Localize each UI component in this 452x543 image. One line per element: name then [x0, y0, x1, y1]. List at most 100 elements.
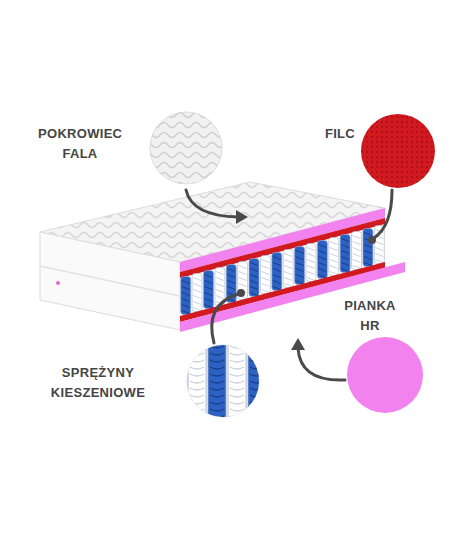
cross-section — [180, 218, 385, 278]
pocket-spring — [238, 262, 248, 300]
pocket-spring — [192, 274, 202, 312]
pocket-spring — [188, 340, 206, 424]
pocket-spring — [330, 248, 338, 251]
pocket-spring — [190, 381, 204, 383]
pocket-spring — [273, 275, 281, 278]
pocket-spring — [190, 416, 204, 418]
pocket-spring — [248, 340, 266, 425]
pocket-spring — [261, 260, 269, 263]
pocket-spring — [318, 251, 326, 254]
pocket-spring — [307, 260, 315, 263]
leader-line — [298, 348, 345, 380]
pocket-spring — [341, 269, 349, 272]
pocket-spring — [284, 260, 292, 263]
pocket-spring — [341, 245, 349, 248]
pocket-spring — [249, 259, 259, 297]
pocket-spring — [353, 242, 361, 245]
pocket-spring — [364, 233, 372, 236]
pocket-spring — [352, 232, 362, 270]
pocket-spring — [341, 251, 349, 254]
pocket-spring — [249, 259, 259, 297]
pocket-spring — [364, 263, 372, 266]
pocket-spring — [216, 296, 224, 299]
pocket-spring — [190, 423, 204, 425]
pocket-spring — [239, 284, 247, 287]
pocket-spring — [307, 248, 315, 251]
pocket-spring — [307, 278, 315, 281]
pocket-spring — [190, 360, 204, 362]
pocket-spring — [318, 245, 326, 248]
pocket-spring — [250, 360, 264, 362]
spring-swatch — [187, 340, 266, 425]
pocket-spring — [193, 278, 201, 281]
pocket-spring — [295, 247, 305, 285]
pocket-spring — [341, 263, 349, 266]
pocket-spring — [227, 287, 235, 290]
pocket-spring — [193, 296, 201, 299]
pocket-spring — [250, 275, 258, 278]
cross-section — [180, 208, 385, 272]
pocket-spring — [363, 229, 373, 267]
felt-swatch — [361, 114, 435, 188]
pocket-spring — [261, 284, 269, 287]
pocket-spring — [306, 244, 316, 282]
leader-line — [186, 190, 392, 380]
pocket-spring — [230, 360, 244, 362]
pocket-spring — [190, 374, 204, 376]
leader-line — [374, 190, 392, 238]
pocket-spring — [318, 275, 326, 278]
pocket-spring — [375, 260, 383, 263]
pocket-spring — [216, 290, 224, 293]
pocket-spring — [250, 293, 258, 296]
pocket-spring — [261, 290, 269, 293]
pocket-spring — [193, 284, 201, 287]
pocket-spring — [228, 340, 246, 424]
pocket-spring — [239, 278, 247, 281]
pocket-spring — [250, 374, 264, 376]
pocket-spring — [250, 346, 264, 348]
pocket-spring — [190, 353, 204, 355]
leader-line — [186, 190, 238, 217]
pocket-spring — [364, 245, 372, 248]
pocket-spring — [190, 388, 204, 390]
cover-swatch — [148, 110, 228, 190]
part-label: FILC — [310, 124, 370, 144]
pocket-spring — [210, 346, 224, 348]
pocket-spring — [210, 353, 224, 355]
pocket-spring — [208, 340, 226, 425]
pocket-spring — [239, 272, 247, 275]
cover-swatch — [148, 110, 228, 190]
pocket-spring — [248, 340, 266, 424]
pocket-spring — [193, 302, 201, 305]
pocket-spring — [227, 269, 235, 272]
pocket-spring — [190, 395, 204, 397]
pocket-spring — [273, 281, 281, 284]
pocket-spring — [230, 381, 244, 383]
pocket-spring — [203, 271, 213, 309]
pocket-spring — [181, 277, 191, 315]
pocket-spring — [261, 278, 269, 281]
pocket-spring — [188, 340, 206, 425]
pocket-spring — [329, 238, 339, 276]
pocket-spring — [261, 266, 269, 269]
pocket-spring — [239, 266, 247, 269]
pocket-spring — [330, 242, 338, 245]
pocket-spring — [284, 284, 292, 287]
pocket-spring — [250, 381, 264, 383]
pocket-spring — [340, 235, 350, 273]
pocket-spring — [250, 409, 264, 411]
spring-swatch — [188, 340, 266, 425]
pocket-spring — [204, 275, 212, 278]
pocket-spring — [250, 423, 264, 425]
pocket-spring — [250, 395, 264, 397]
pocket-spring — [230, 367, 244, 369]
pocket-spring — [307, 272, 315, 275]
pocket-spring — [210, 374, 224, 376]
mattress-body — [40, 266, 180, 296]
pocket-spring — [216, 284, 224, 287]
pocket-spring — [330, 254, 338, 257]
pocket-spring — [230, 402, 244, 404]
pocket-spring — [330, 266, 338, 269]
pocket-spring — [364, 257, 372, 260]
pocket-spring — [203, 271, 213, 309]
